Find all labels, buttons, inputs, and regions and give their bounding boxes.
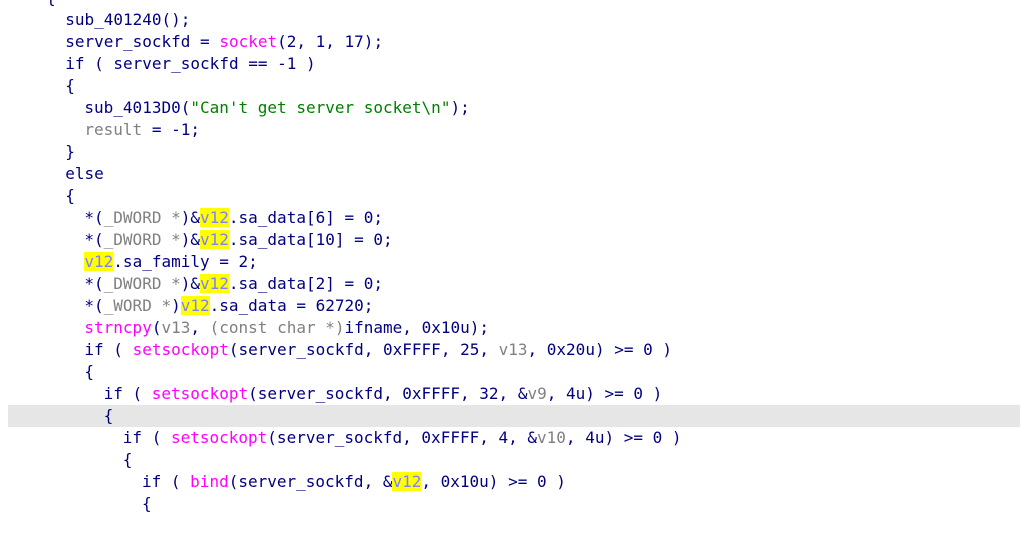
type-cast: (const char *) — [209, 318, 345, 337]
function-name[interactable]: socket — [219, 32, 278, 51]
code-line[interactable]: if ( setsockopt(server_sockfd, 0xFFFF, 2… — [0, 339, 672, 361]
code-text: , 4u) >= 0 ) — [546, 384, 663, 403]
code-text: *( — [84, 208, 104, 227]
highlighted-variable[interactable]: v12 — [180, 296, 210, 315]
code-line[interactable]: server_sockfd = socket(2, 1, 17); — [0, 31, 383, 53]
code-text: *( — [84, 296, 104, 315]
code-text: (server_sockfd, 0xFFFF, 25, — [228, 340, 499, 359]
local-variable[interactable]: v10 — [537, 428, 566, 447]
code-text: else — [65, 164, 104, 183]
code-line[interactable]: result = -1; — [0, 119, 200, 141]
code-text: (2, 1, 17); — [277, 32, 384, 51]
code-line[interactable]: *(_DWORD *)&v12.sa_data[2] = 0; — [0, 273, 383, 295]
code-text: ( — [151, 318, 162, 337]
function-name[interactable]: setsockopt — [132, 340, 229, 359]
code-text: (server_sockfd, 0xFFFF, 32, & — [248, 384, 528, 403]
code-text: { — [122, 450, 133, 469]
code-line[interactable]: if ( bind(server_sockfd, &v12, 0x10u) >=… — [0, 471, 566, 493]
type-cast: _DWORD * — [103, 208, 181, 227]
code-text: { — [142, 494, 152, 513]
code-text: { — [103, 406, 114, 425]
code-text: sub_4013D0( — [84, 98, 191, 117]
code-text: { — [65, 186, 75, 205]
local-variable[interactable]: v9 — [527, 384, 547, 403]
function-name[interactable]: strncpy — [84, 318, 152, 337]
code-line[interactable]: *(_WORD *)v12.sa_data = 62720; — [0, 295, 373, 317]
code-text: server_sockfd = — [65, 32, 220, 51]
code-line[interactable]: { — [0, 0, 56, 9]
code-text: .sa_family = 2; — [113, 252, 258, 271]
code-text: if ( — [122, 428, 171, 447]
code-text: { — [65, 76, 75, 95]
code-text: .sa_data[2] = 0; — [228, 274, 384, 293]
highlighted-variable[interactable]: v12 — [199, 274, 229, 293]
code-text: *( — [84, 274, 104, 293]
code-text: if ( — [84, 340, 133, 359]
code-text: )& — [180, 274, 200, 293]
local-variable[interactable]: result — [84, 120, 143, 139]
code-text: , 0x20u) >= 0 ) — [527, 340, 673, 359]
code-text: = -1; — [142, 120, 200, 139]
code-line[interactable]: { — [0, 493, 152, 515]
function-name[interactable]: bind — [190, 472, 229, 491]
code-line[interactable]: { — [0, 361, 94, 383]
code-line[interactable]: { — [0, 449, 133, 471]
code-text: ifname, 0x10u); — [344, 318, 490, 337]
code-line[interactable]: v12.sa_family = 2; — [0, 251, 258, 273]
string-literal: "Can't get server socket\n" — [190, 98, 451, 117]
code-text: .sa_data[6] = 0; — [228, 208, 384, 227]
code-text: ); — [450, 98, 470, 117]
type-cast: _DWORD * — [103, 274, 181, 293]
type-cast: _WORD * — [103, 296, 172, 315]
code-text: } — [65, 142, 75, 161]
code-line[interactable]: if ( server_sockfd == -1 ) — [0, 53, 316, 75]
code-line[interactable]: sub_4013D0("Can't get server socket\n"); — [0, 97, 470, 119]
function-name[interactable]: setsockopt — [151, 384, 249, 403]
code-text: .sa_data[10] = 0; — [228, 230, 393, 249]
local-variable[interactable]: v13 — [161, 318, 191, 337]
code-text: *( — [84, 230, 104, 249]
code-text: if ( — [142, 472, 191, 491]
code-text: { — [46, 0, 56, 7]
code-line[interactable]: if ( setsockopt(server_sockfd, 0xFFFF, 4… — [0, 427, 682, 449]
code-line[interactable]: *(_DWORD *)&v12.sa_data[10] = 0; — [0, 229, 393, 251]
code-line[interactable]: strncpy(v13, (const char *)ifname, 0x10u… — [0, 317, 489, 339]
code-text: , 4u) >= 0 ) — [565, 428, 682, 447]
code-text: )& — [180, 230, 200, 249]
code-text: (server_sockfd, & — [228, 472, 393, 491]
type-cast: _DWORD * — [103, 230, 181, 249]
function-name[interactable]: setsockopt — [170, 428, 268, 447]
code-text: if ( server_sockfd == -1 ) — [65, 54, 316, 73]
code-line[interactable]: { — [0, 75, 75, 97]
code-text: if ( — [103, 384, 152, 403]
code-text: )& — [180, 208, 200, 227]
code-text: , — [190, 318, 210, 337]
code-line[interactable]: { — [0, 185, 75, 207]
highlighted-variable[interactable]: v12 — [392, 472, 422, 491]
code-line[interactable]: else — [0, 163, 104, 185]
highlighted-variable[interactable]: v12 — [199, 208, 229, 227]
current-code-line[interactable]: { — [8, 405, 1020, 427]
code-text: , 0x10u) >= 0 ) — [421, 472, 566, 491]
code-text: .sa_data = 62720; — [209, 296, 374, 315]
code-text: { — [84, 362, 95, 381]
code-text: (server_sockfd, 0xFFFF, 4, & — [267, 428, 538, 447]
highlighted-variable[interactable]: v12 — [84, 252, 114, 271]
code-line[interactable]: sub_401240(); — [0, 9, 190, 31]
code-line[interactable]: *(_DWORD *)&v12.sa_data[6] = 0; — [0, 207, 383, 229]
highlighted-variable[interactable]: v12 — [199, 230, 229, 249]
code-text: sub_401240(); — [65, 10, 191, 29]
code-line[interactable]: } — [0, 141, 75, 163]
code-text: ) — [171, 296, 181, 315]
local-variable[interactable]: v13 — [498, 340, 528, 359]
code-line[interactable]: if ( setsockopt(server_sockfd, 0xFFFF, 3… — [0, 383, 663, 405]
